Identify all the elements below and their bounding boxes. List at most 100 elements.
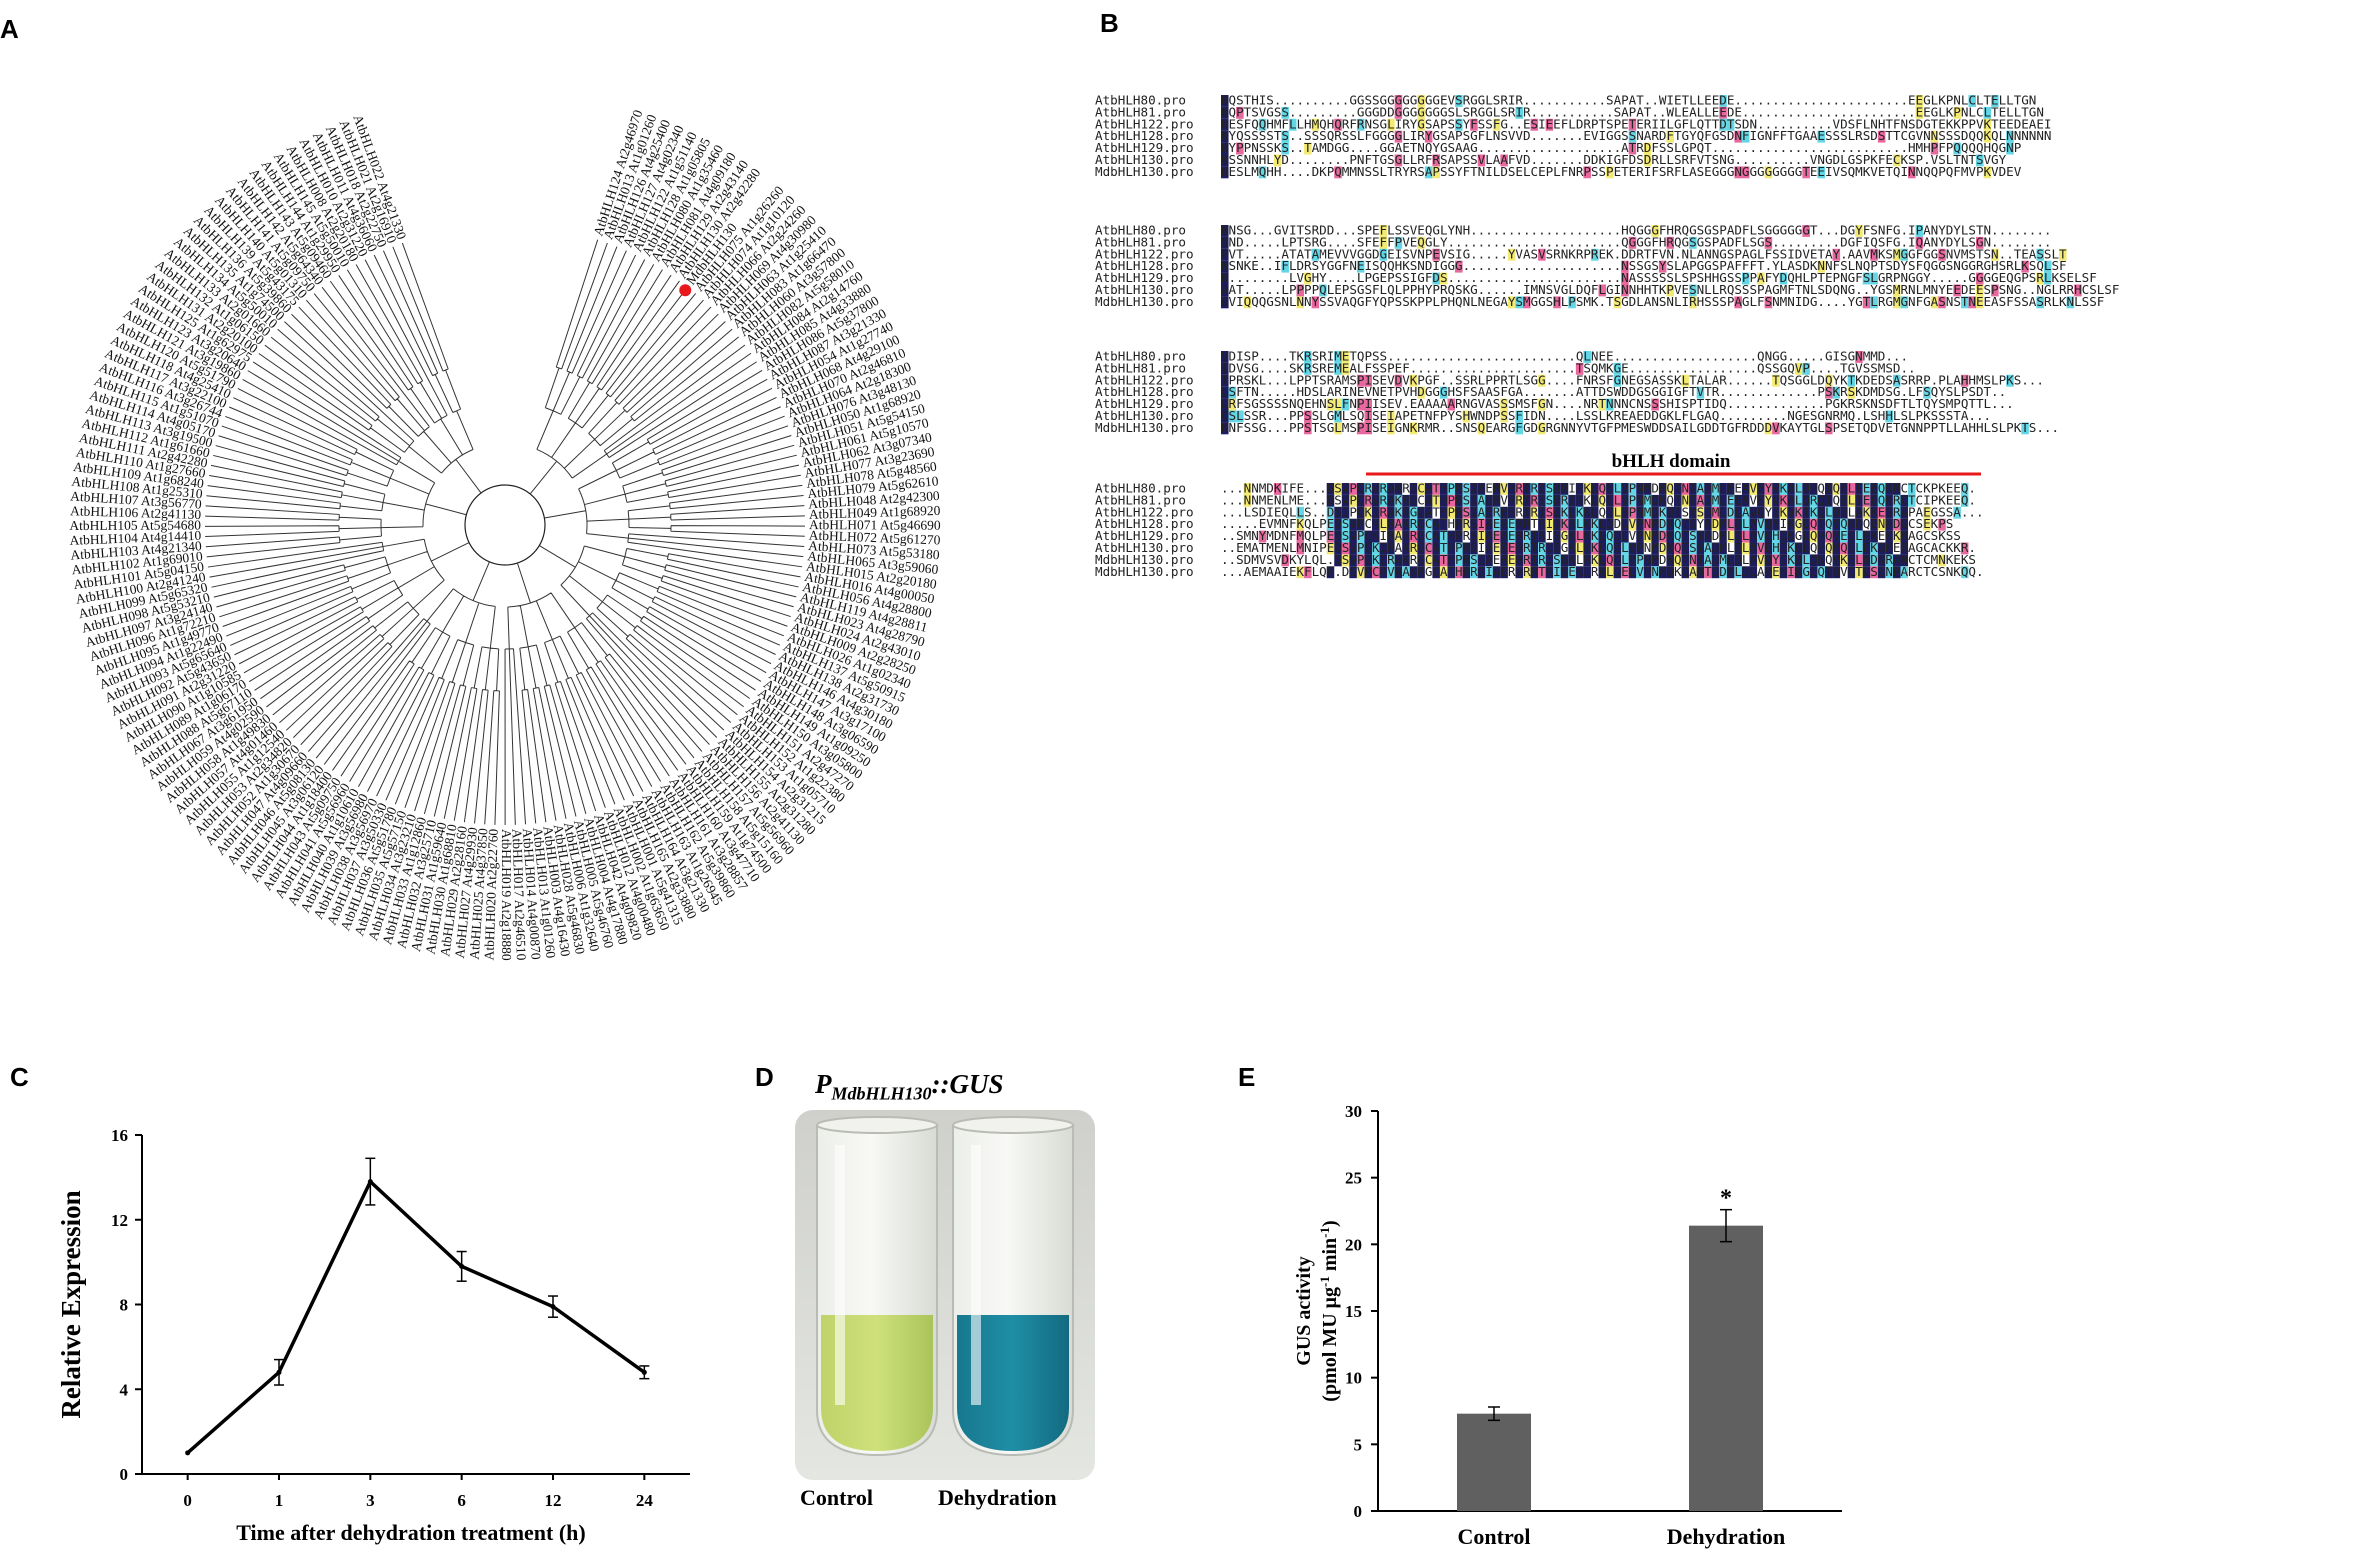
residue-highlight [1870,296,1878,309]
residue-highlight [1387,518,1395,531]
residue-highlight [1787,566,1795,579]
residue-highlight [1764,566,1773,579]
residue-highlight [1538,506,1546,519]
residue-highlight [1976,236,1984,249]
residue-highlight [1802,166,1810,179]
alignment-sequence: IDVSG....SKRSREMEALFSSPEF...............… [1221,360,1916,375]
residue-highlight [1575,518,1584,531]
residue-highlight [1870,554,1878,567]
alignment-sequence-name: AtbHLH81.pro [1095,492,1186,507]
residue-highlight [1960,566,1969,579]
residue-highlight [1417,518,1425,531]
residue-highlight [1825,483,1833,495]
residue-highlight [1802,506,1810,519]
residue-highlight [1296,566,1305,579]
residue-highlight [1809,530,1818,543]
residue-highlight [1757,518,1765,531]
residue-highlight [1236,410,1244,423]
residue-highlight [1749,506,1758,519]
residue-highlight [1621,483,1629,495]
residue-highlight [1568,518,1576,531]
residue-highlight [1734,506,1742,519]
residue-highlight [1356,422,1365,435]
residue-highlight [1409,566,1418,579]
residue-highlight [1606,483,1614,495]
residue-highlight [1711,494,1720,507]
residue-highlight [1455,483,1463,495]
residue-highlight [1364,566,1372,579]
residue-highlight [1885,530,1893,543]
residue-highlight [1304,410,1312,423]
residue-highlight [1387,422,1395,435]
residue-highlight [1417,483,1425,495]
residue-highlight [1341,483,1350,495]
residue-highlight [1764,296,1773,309]
residue-highlight [1681,542,1690,555]
residue-highlight [1674,554,1682,567]
residue-highlight [1696,554,1705,567]
residue-highlight [1568,494,1576,507]
residue-highlight [1840,506,1848,519]
residue-highlight [1417,118,1425,131]
residue-highlight [1689,518,1697,531]
residue-highlight [1387,542,1395,555]
residue-highlight [1862,272,1871,285]
residue-highlight [1364,494,1372,507]
residue-highlight [1651,506,1659,519]
residue-highlight [1749,530,1758,543]
alignment-sequence-name: MdbHLH130.pro [1095,294,1194,309]
residue-highlight [1394,236,1403,249]
residue-highlight [1749,566,1758,579]
residue-highlight [1900,248,1909,261]
residue-highlight [1779,506,1788,519]
residue-highlight [1424,483,1433,495]
residue-highlight [1892,494,1901,507]
residue-highlight [1394,154,1403,167]
residue-highlight [1598,566,1607,579]
residue-highlight [1462,566,1471,579]
residue-highlight [1719,506,1727,519]
residue-highlight [1825,506,1833,519]
residue-highlight [1364,483,1372,495]
residue-highlight [1545,518,1554,531]
residue-highlight [1221,95,1229,107]
residue-highlight [1583,166,1591,179]
residue-highlight [1447,542,1456,555]
residue-highlight [1719,95,1727,107]
residue-highlight [1243,483,1252,495]
tree-leaf-label: AtbHLH071 At5g46690 [809,517,941,532]
residue-highlight [1855,554,1863,567]
residue-highlight [1983,130,1992,143]
residue-highlight [1221,225,1229,237]
tree-leaf-label: AtbHLH072 At5g61270 [809,528,941,548]
residue-highlight [1817,494,1825,507]
residue-highlight [1575,494,1584,507]
residue-highlight [1719,542,1727,555]
residue-highlight [1326,506,1335,519]
y-tick-label: 12 [111,1211,128,1230]
residue-highlight [1356,554,1365,567]
residue-highlight [1288,118,1297,131]
residue-highlight [1530,530,1539,543]
residue-highlight [1877,494,1886,507]
residue-highlight [1455,518,1463,531]
residue-highlight [1477,506,1486,519]
residue-highlight [1968,296,1976,309]
residue-highlight [1885,410,1893,423]
alignment-sequence-name: AtbHLH129.pro [1095,270,1194,285]
residue-highlight [1394,95,1403,107]
residue-highlight [1372,483,1380,495]
alignment-sequence: ...LSDIEQLLS..DSIPCKIRAKRGCATHPRSIAERERR… [1221,504,1984,519]
residue-highlight [1802,225,1810,237]
residue-highlight [1674,542,1682,555]
residue-highlight [1855,483,1863,495]
residue-highlight [1492,506,1501,519]
residue-highlight [1832,554,1841,567]
residue-highlight [1613,374,1622,387]
residue-highlight [1983,118,1992,131]
residue-highlight [1817,130,1825,143]
residue-highlight [1515,518,1523,531]
residue-highlight [1394,518,1403,531]
residue-highlight [1666,506,1674,519]
residue-highlight [1779,530,1788,543]
